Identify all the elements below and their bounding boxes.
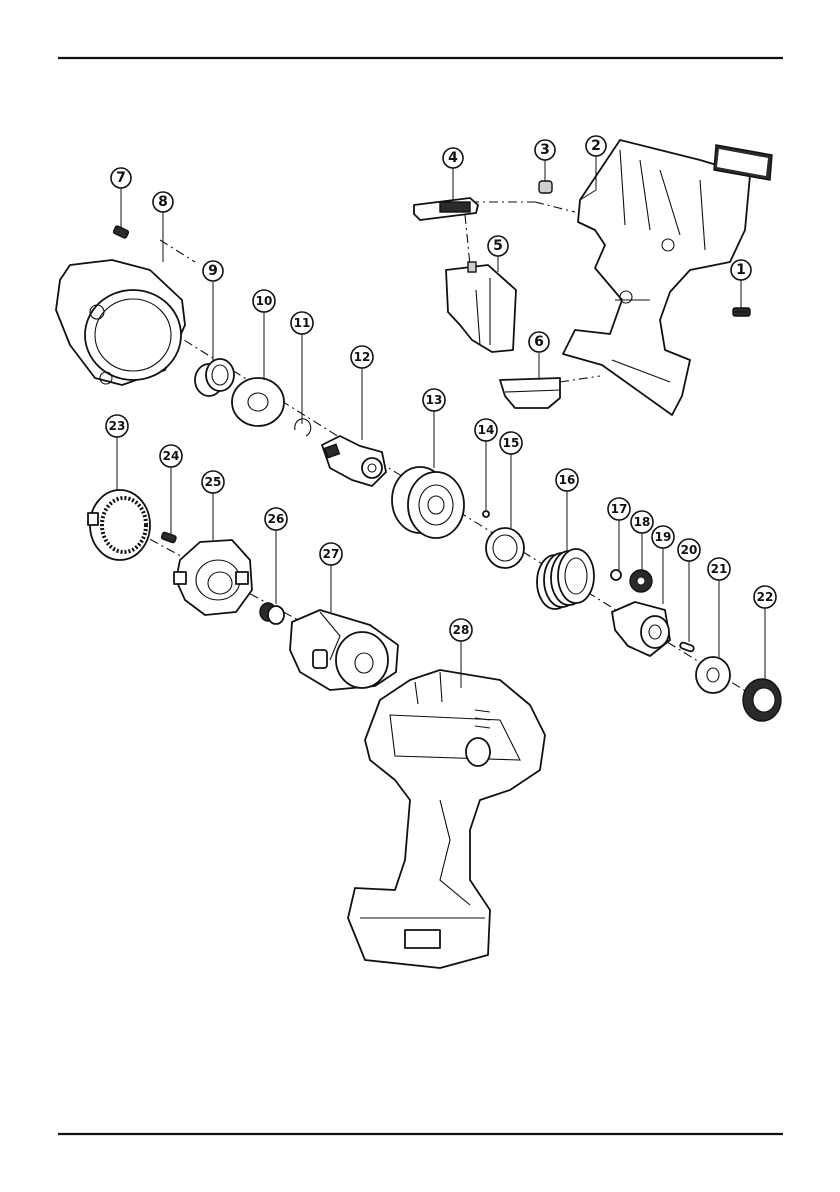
svg-text:15: 15 [503, 436, 520, 450]
callout-5: 5 [488, 236, 508, 256]
svg-text:28: 28 [453, 623, 470, 637]
svg-text:19: 19 [655, 530, 672, 544]
svg-text:9: 9 [208, 263, 218, 279]
part-washer-large [232, 378, 284, 426]
part-ball-17 [611, 570, 621, 580]
callout-21: 21 [708, 558, 730, 580]
callout-11: 11 [291, 312, 313, 334]
callout-10: 10 [253, 290, 275, 312]
part-switch-lever [414, 198, 478, 220]
svg-text:26: 26 [268, 512, 285, 526]
svg-text:5: 5 [493, 238, 503, 254]
callout-15: 15 [500, 432, 522, 454]
svg-text:16: 16 [559, 473, 576, 487]
callout-24: 24 [160, 445, 182, 467]
part-ring-gear [88, 490, 150, 560]
svg-text:4: 4 [448, 150, 458, 166]
part-washer-15 [486, 528, 524, 568]
part-steel-ball [483, 511, 489, 517]
svg-text:24: 24 [163, 449, 180, 463]
svg-text:8: 8 [158, 194, 168, 210]
part-cap-3 [539, 181, 552, 193]
part-screw-1 [733, 308, 750, 316]
svg-text:6: 6 [534, 334, 544, 350]
svg-text:21: 21 [711, 562, 728, 576]
part-pin [679, 642, 694, 652]
callout-23: 23 [106, 415, 128, 437]
part-screw-24 [161, 532, 177, 543]
callout-28: 28 [450, 619, 472, 641]
part-spindle [322, 436, 386, 486]
callout-7: 7 [111, 168, 131, 188]
part-pinion [260, 603, 284, 624]
callout-12: 12 [351, 346, 373, 368]
part-planet-gear [630, 570, 652, 592]
svg-text:10: 10 [256, 294, 273, 308]
callout-16: 16 [556, 469, 578, 491]
callout-9: 9 [203, 261, 223, 281]
callout-18: 18 [631, 511, 653, 533]
part-gear-case [56, 260, 185, 385]
callout-14: 14 [475, 419, 497, 441]
part-bushing [195, 359, 234, 396]
part-bearing [743, 679, 781, 721]
svg-text:2: 2 [591, 138, 601, 154]
part-switch-unit [446, 262, 516, 352]
callout-19: 19 [652, 526, 674, 548]
svg-text:11: 11 [294, 316, 311, 330]
callout-1: 1 [731, 260, 751, 280]
part-carrier [612, 602, 670, 656]
callout-8: 8 [153, 192, 173, 212]
svg-text:3: 3 [540, 142, 550, 158]
part-spring [537, 549, 594, 609]
svg-text:18: 18 [634, 515, 651, 529]
part-hammer [392, 467, 464, 538]
callout-22: 22 [754, 586, 776, 608]
svg-text:14: 14 [478, 423, 495, 437]
svg-text:25: 25 [205, 475, 222, 489]
svg-text:1: 1 [736, 262, 746, 278]
svg-text:27: 27 [323, 547, 340, 561]
svg-text:17: 17 [611, 502, 628, 516]
svg-text:20: 20 [681, 543, 698, 557]
part-bracket-6 [500, 378, 560, 408]
callout-6: 6 [529, 332, 549, 352]
part-housing-half [563, 140, 750, 415]
svg-text:13: 13 [426, 393, 443, 407]
callout-17: 17 [608, 498, 630, 520]
svg-text:12: 12 [354, 350, 371, 364]
part-motor-bracket [174, 540, 252, 615]
part-snap-ring [295, 419, 311, 436]
callout-2: 2 [586, 136, 606, 156]
svg-text:22: 22 [757, 590, 774, 604]
callout-3: 3 [535, 140, 555, 160]
part-motor [290, 610, 398, 690]
svg-text:23: 23 [109, 419, 126, 433]
part-housing-body [348, 670, 545, 968]
callout-4: 4 [443, 148, 463, 168]
callout-25: 25 [202, 471, 224, 493]
callout-26: 26 [265, 508, 287, 530]
svg-text:7: 7 [116, 170, 126, 186]
part-washer-21 [696, 657, 730, 693]
callout-20: 20 [678, 539, 700, 561]
callout-13: 13 [423, 389, 445, 411]
callout-27: 27 [320, 543, 342, 565]
